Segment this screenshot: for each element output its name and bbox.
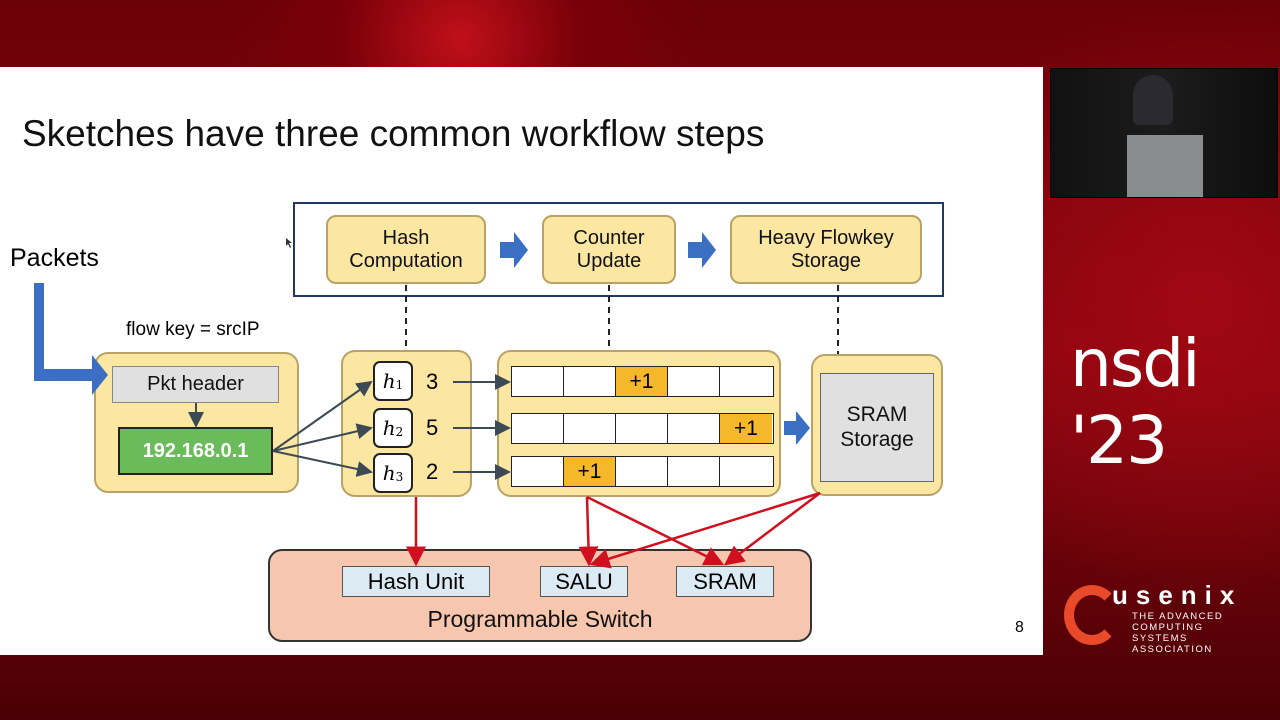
ip-address: 192.168.0.1 (118, 427, 273, 475)
counter-cell (616, 414, 668, 443)
blue-step-arrow-1 (500, 232, 528, 268)
counter-cell (512, 457, 564, 486)
pkt-header: Pkt header (112, 366, 279, 403)
step-counter-update: Counter Update (542, 215, 676, 284)
hash-value-2: 5 (426, 415, 439, 440)
dashed-links (405, 285, 839, 354)
blue-step-arrow-2 (688, 232, 716, 268)
counter-cell (512, 367, 564, 396)
usenix-tagline: THE ADVANCED COMPUTING SYSTEMS ASSOCIATI… (1132, 611, 1224, 655)
speaker (1133, 75, 1173, 125)
to-sram-arrow (784, 411, 810, 445)
hash-value-1: 3 (426, 369, 439, 394)
salu-unit: SALU (540, 566, 628, 597)
page-number: 8 (1015, 619, 1024, 636)
counter-cell (564, 367, 616, 396)
speaker-video (1050, 68, 1278, 198)
data-arrows (188, 374, 511, 480)
step-heavy-flowkey-storage: Heavy Flowkey Storage (730, 215, 922, 284)
counter-cell (564, 414, 616, 443)
sram-unit: SRAM (676, 566, 774, 597)
podium (1127, 135, 1203, 197)
slide-title: Sketches have three common workflow step… (22, 113, 765, 154)
packets-arrow (34, 283, 108, 395)
hash-unit: Hash Unit (342, 566, 490, 597)
hash-value-3: 2 (426, 459, 439, 484)
step-hash-computation: Hash Computation (326, 215, 486, 284)
counter-cell (668, 457, 720, 486)
counter-cell: +1 (616, 367, 668, 396)
switch-title: Programmable Switch (427, 605, 653, 632)
counter-row: +1 (511, 413, 774, 444)
sram-storage: SRAM Storage (820, 373, 934, 482)
counter-cell (616, 457, 668, 486)
counter-cell (668, 367, 720, 396)
counter-cell (512, 414, 564, 443)
nsdi-logo: nsdi '23 (1070, 325, 1200, 479)
usenix-logo: usenix (1112, 580, 1243, 610)
resource-arrows (406, 491, 821, 569)
mouse-cursor-icon (286, 238, 292, 248)
counter-cell: +1 (564, 457, 616, 486)
counter-row: +1 (511, 366, 774, 397)
counter-cell (668, 414, 720, 443)
counter-cell: +1 (720, 414, 772, 443)
packets-label: Packets (10, 244, 99, 272)
workflow-frame (293, 202, 944, 297)
counter-row: +1 (511, 456, 774, 487)
usenix-logo-mark (1064, 585, 1120, 645)
flow-key-label: flow key = srcIP (126, 319, 260, 340)
